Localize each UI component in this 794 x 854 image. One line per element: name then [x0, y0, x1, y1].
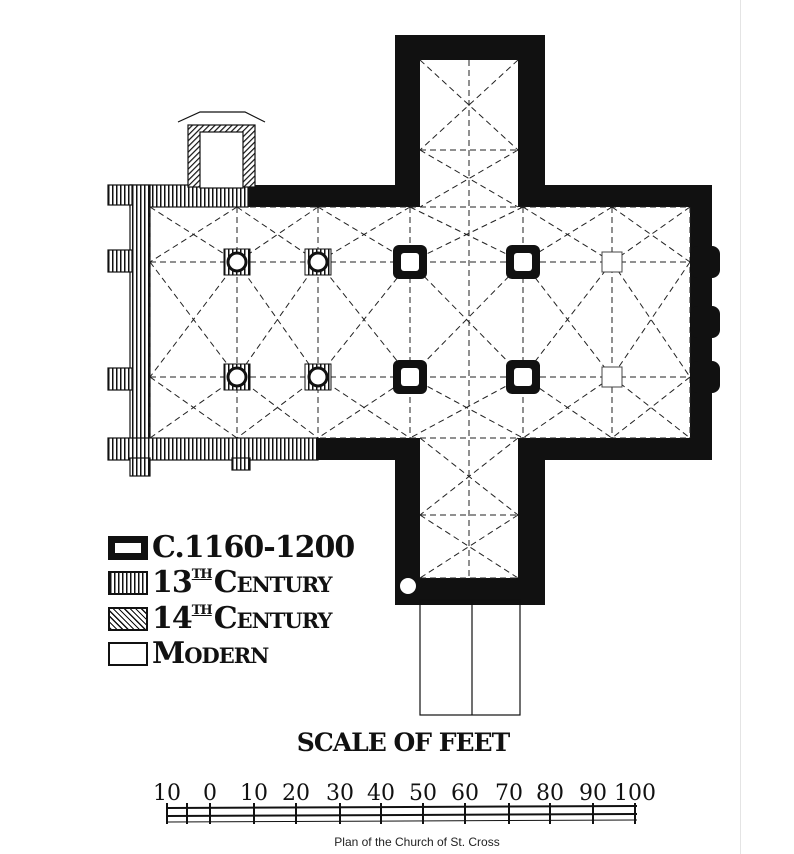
legend-label: 14THCentury [152, 600, 333, 636]
pier [601, 251, 623, 273]
scale-label: 80 [536, 781, 564, 806]
legend-number: 14 [152, 600, 193, 636]
scale-label: 0 [203, 781, 217, 806]
pier [601, 366, 623, 388]
legend-label: C.1160-1200 [152, 529, 355, 565]
piers [223, 245, 720, 394]
pier [223, 363, 251, 391]
page-divider-line [740, 0, 741, 854]
scale-title: SCALE OF FEET [296, 728, 510, 757]
norman-swatch [108, 535, 148, 560]
pier [506, 245, 540, 279]
buttress [690, 246, 720, 278]
pier [304, 363, 332, 391]
pier [506, 360, 540, 394]
pier [393, 360, 427, 394]
pier [223, 248, 251, 276]
modern-porch [398, 576, 521, 716]
buttress [690, 306, 720, 338]
scale-label: 10 [153, 781, 181, 806]
scale-label: 70 [495, 781, 523, 806]
legend-item-14th-century: 14THCentury [108, 601, 354, 637]
legend-item-norman: C.1160-1200 [108, 529, 355, 566]
legend-label: Modern [152, 636, 269, 672]
legend-item-13th-century: 13THCentury [108, 566, 354, 602]
caption: Plan of the Church of St. Cross [334, 835, 500, 849]
scale-label: 100 [614, 781, 656, 806]
legend-word: Century [213, 600, 333, 636]
modern-swatch [108, 642, 148, 667]
pier [393, 245, 427, 279]
scale-label: 60 [451, 781, 479, 806]
pier [304, 248, 332, 276]
scale-label: 20 [282, 781, 310, 806]
buttress [690, 361, 720, 393]
thirteenth-century-walls [107, 111, 319, 477]
legend-suffix: TH [191, 602, 213, 618]
scale-label: 40 [367, 781, 395, 806]
legend-word: Century [213, 565, 333, 601]
legend: C.1160-1200 13THCentury 14THCentury Mode… [108, 529, 355, 673]
interior-floor [150, 60, 690, 578]
legend-suffix: TH [191, 567, 213, 583]
scale-label: 30 [326, 781, 354, 806]
diagonal-hatch-swatch [108, 606, 148, 631]
legend-label: 13THCentury [152, 565, 333, 601]
legend-number: 13 [152, 565, 193, 601]
scale-label: 50 [409, 781, 437, 806]
legend-item-modern: Modern [108, 637, 354, 673]
scale-label: 10 [240, 781, 268, 806]
vertical-hatch-swatch [108, 571, 148, 596]
scale-label: 90 [579, 781, 607, 806]
